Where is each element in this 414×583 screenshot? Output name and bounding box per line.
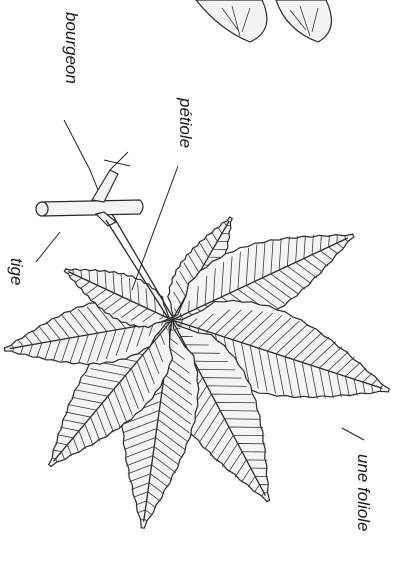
tige-leader — [36, 232, 60, 262]
label-tige: tige — [8, 258, 25, 285]
foliole-leader — [342, 428, 364, 440]
bourgeon-leader — [64, 120, 98, 190]
label-bourgeon: bourgeon — [63, 12, 80, 84]
label-foliole: une foliole — [355, 454, 372, 532]
stem-body — [39, 200, 143, 216]
leaflets — [0, 201, 402, 533]
label-petiole: pétiole — [177, 98, 194, 148]
petiole-leader — [132, 166, 178, 290]
stem — [36, 152, 143, 226]
bud-tip — [104, 152, 130, 170]
partial-leaf-top-2 — [276, 0, 331, 42]
stem-cut-end — [36, 202, 48, 216]
